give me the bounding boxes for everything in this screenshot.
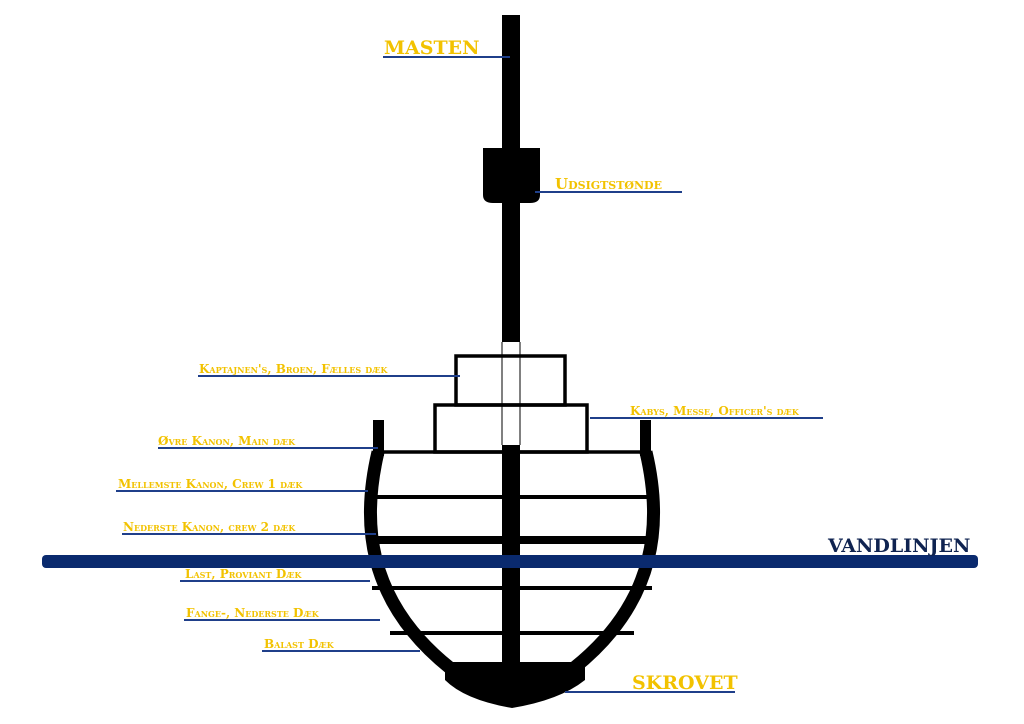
label-crows-nest: Udsigtstønde — [535, 175, 682, 193]
hull-post-left — [373, 420, 384, 456]
label-captains-deck: Kaptajnen's, Broen, Fælles dæk — [198, 362, 460, 377]
label-text: MASTEN — [384, 37, 479, 59]
label-upper-gun-deck: Øvre Kanon, Main dæk — [158, 434, 378, 449]
label-text: SKROVET — [632, 672, 738, 694]
label-text: Balast Dæk — [264, 637, 335, 651]
label-cargo-deck: Last, Proviant Dæk — [180, 567, 370, 582]
label-ballast-deck: Balast Dæk — [262, 637, 420, 652]
label-hull: SKROVET — [565, 672, 738, 694]
label-middle-gun-deck: Mellemste Kanon, Crew 1 dæk — [116, 477, 368, 492]
waterline — [42, 555, 978, 568]
label-text: Fange-, Nederste Dæk — [186, 606, 320, 620]
label-lower-gun-deck: Nederste Kanon, crew 2 dæk — [122, 520, 376, 535]
label-text: Udsigtstønde — [555, 175, 662, 193]
keel — [445, 662, 585, 708]
label-text: Nederste Kanon, crew 2 dæk — [123, 520, 296, 534]
label-galley-deck: Kabys, Messe, Officer's dæk — [590, 404, 823, 419]
label-text: Kaptajnen's, Broen, Fælles dæk — [199, 362, 389, 376]
lower-cabin — [433, 403, 589, 454]
label-prisoner-deck: Fange-, Nederste Dæk — [184, 606, 380, 621]
label-text: Last, Proviant Dæk — [185, 567, 303, 581]
label-text: Mellemste Kanon, Crew 1 dæk — [118, 477, 303, 491]
label-text: Øvre Kanon, Main dæk — [158, 434, 296, 448]
label-waterline: VANDLINJEN — [827, 535, 970, 557]
hull-post-right — [640, 420, 651, 456]
label-mast: MASTEN — [383, 37, 510, 59]
upper-cabin — [454, 354, 567, 407]
crows-nest — [483, 148, 540, 203]
label-text: Kabys, Messe, Officer's dæk — [630, 404, 800, 418]
